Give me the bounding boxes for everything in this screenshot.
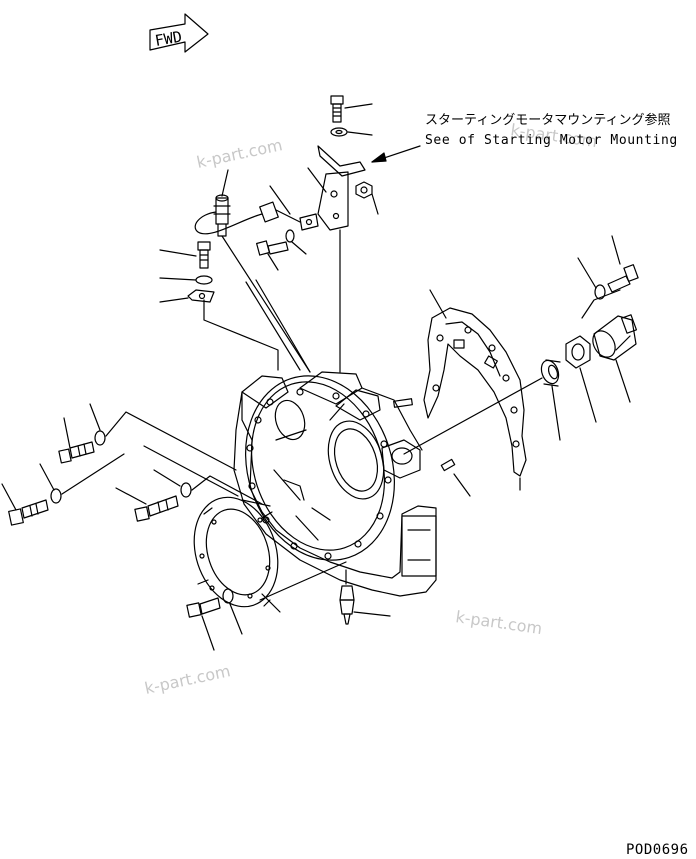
left-bolt-3 (135, 496, 178, 521)
leader-line (372, 194, 378, 214)
right-washer (595, 285, 605, 299)
leader-line (144, 446, 238, 496)
left-washer-3 (181, 483, 191, 497)
leader-line (222, 236, 310, 372)
leader-line (582, 290, 620, 318)
leader-line (116, 488, 146, 504)
left-bolt-2 (9, 500, 48, 525)
leader-line (454, 474, 470, 496)
leader-line (222, 170, 228, 196)
left-bolt-1 (59, 442, 94, 463)
leader-line (616, 360, 630, 402)
leader-line (612, 236, 620, 264)
reference-arrow-icon (372, 146, 420, 162)
harness-connector (260, 202, 300, 222)
flywheel-housing (222, 356, 436, 596)
leader-line (154, 470, 180, 486)
clip-washer (286, 230, 294, 242)
leader-line (246, 280, 310, 372)
leader-line (160, 278, 196, 280)
leader-line (292, 242, 306, 254)
leader-line (260, 562, 346, 600)
cover-bolt (187, 598, 220, 617)
mounting-bracket (318, 146, 365, 230)
fwd-arrow-icon: FWD (146, 14, 208, 52)
top-bolt (331, 96, 343, 122)
leader-line (552, 386, 560, 440)
drawing-code: POD0696 (626, 842, 689, 858)
watermark: k-part.com (143, 661, 232, 698)
left-washer-2 (51, 489, 61, 503)
note-english: See of Starting Motor Mounting (425, 133, 678, 148)
cover-plate (181, 486, 292, 617)
fwd-label: FWD (154, 28, 184, 50)
hex-nut (356, 182, 372, 198)
leader-line (230, 604, 242, 634)
top-washer (331, 128, 347, 136)
leader-line (345, 104, 372, 108)
left-washer-1 (95, 431, 105, 445)
speed-sensor (214, 195, 230, 236)
note-japanese: スターティングモータマウンティング参照 (425, 112, 670, 128)
sender-unit (588, 315, 636, 361)
leader-line (580, 368, 596, 422)
leader-line (192, 476, 262, 504)
leader-line (2, 484, 16, 510)
leader-line (62, 454, 124, 494)
leader-line (270, 186, 290, 214)
leader-line (202, 616, 214, 650)
leader-line (348, 132, 372, 135)
leader-line (160, 298, 188, 302)
leader-line (404, 378, 542, 454)
watermark: k-part.com (454, 607, 543, 638)
leader-line (268, 254, 278, 270)
sensor-harness (195, 212, 262, 234)
leader-line (262, 594, 280, 612)
left-top-washer (196, 276, 212, 284)
leader-line (430, 290, 446, 318)
harness-clamp (188, 290, 214, 302)
leader-line (160, 250, 196, 256)
leader-line (578, 258, 596, 288)
leader-line (90, 404, 100, 430)
cover-washer (223, 589, 233, 603)
dowel-pin (394, 399, 413, 407)
leader-line (242, 500, 270, 506)
harness-clip (300, 214, 318, 230)
dowel-pin (441, 459, 454, 470)
leader-line (354, 612, 390, 616)
leader-line (40, 464, 54, 490)
drain-plug (340, 586, 354, 624)
leader-line (308, 168, 326, 192)
watermark: k-part.com (195, 135, 284, 172)
left-top-bolt (198, 242, 210, 268)
leader-line (64, 418, 70, 448)
leader-line (106, 412, 236, 470)
clip-bolt (257, 241, 288, 255)
gasket (424, 308, 526, 476)
right-bolt (608, 265, 638, 292)
sender-spacer (538, 358, 561, 386)
sender-gasket (566, 336, 590, 368)
leader-line (204, 300, 278, 370)
